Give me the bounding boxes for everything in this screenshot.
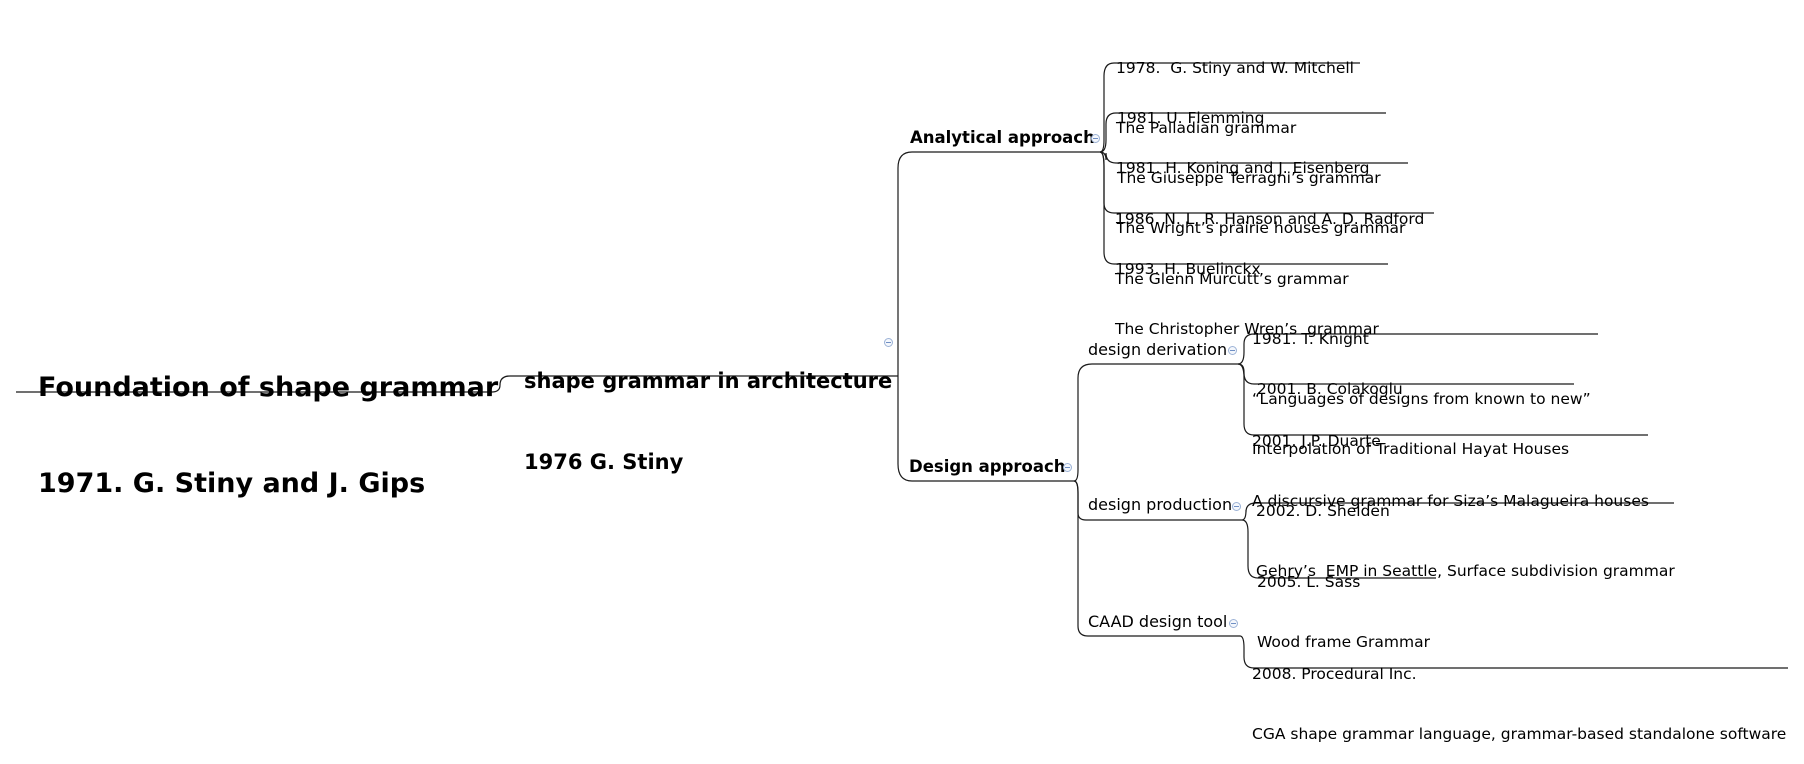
item-line: 1981. H. Koning and J. Eisenberg <box>1116 159 1370 177</box>
main-subtitle: 1976 G. Stiny <box>524 450 684 474</box>
item-line: 1981. U. Flemming <box>1117 109 1265 127</box>
derivation-item-3[interactable]: 2001. J.P. Duarte A discursive grammar f… <box>1252 391 1649 531</box>
link-derivation <box>1073 363 1238 482</box>
item-line: 2008. Procedural Inc. <box>1252 665 1417 683</box>
item-line: The Christopher Wren’s grammar <box>1115 320 1379 338</box>
analytical-item-3[interactable]: 1981. H. Koning and J. Eisenberg The Wri… <box>1116 118 1405 258</box>
item-line: 1978. G. Stiny and W. Mitchell <box>1116 59 1354 77</box>
item-line: 1981. T. Knight <box>1252 330 1369 348</box>
item-line: 2001. J.P. Duarte <box>1252 432 1381 450</box>
item-line: CGA shape grammar language, grammar-base… <box>1252 725 1787 743</box>
item-line: 2002. D. Shelden <box>1256 502 1390 520</box>
design-approach-topic[interactable]: Design approach <box>909 457 1066 476</box>
link-analytical-5 <box>1099 151 1388 265</box>
item-line: 2005. L. Sass <box>1257 573 1361 591</box>
caad-design-tool-topic[interactable]: CAAD design tool <box>1088 612 1228 631</box>
root-subtitle: 1971. G. Stiny and J. Gips <box>38 468 426 499</box>
root-underline <box>16 375 898 393</box>
analytical-item-2[interactable]: 1981. U. Flemming The Giuseppe Terragni’… <box>1117 68 1381 208</box>
collapse-icon[interactable] <box>1228 346 1237 355</box>
item-line: 1993. H. Buelinckx <box>1115 260 1261 278</box>
item-line: 1986. N. L. R. Hanson and A. D. Radford <box>1115 210 1425 228</box>
design-derivation-topic[interactable]: design derivation <box>1088 340 1228 359</box>
root-topic[interactable]: Foundation of shape grammar 1971. G. Sti… <box>38 308 498 532</box>
analytical-item-5[interactable]: 1993. H. Buelinckx The Christopher Wren’… <box>1115 219 1379 359</box>
link-derivation-3 <box>1237 363 1648 436</box>
item-line: A discursive grammar for Siza’s Malaguei… <box>1252 492 1649 510</box>
analytical-approach-topic[interactable]: Analytical approach <box>910 128 1095 147</box>
link-production-2 <box>1241 519 1436 579</box>
link-production-1 <box>1241 502 1674 521</box>
link-analytical-1 <box>1099 62 1360 153</box>
item-line: Interpolation of Traditional Hayat House… <box>1252 440 1570 458</box>
link-derivation-1 <box>1237 333 1598 365</box>
collapse-icon[interactable] <box>1232 502 1241 511</box>
root-title: Foundation of shape grammar <box>38 372 499 403</box>
production-item-1[interactable]: 2002. D. Shelden Gehry’s EMP in Seattle,… <box>1256 461 1675 601</box>
item-line: The Giuseppe Terragni’s grammar <box>1117 169 1381 187</box>
item-line: The Palladian grammar <box>1116 119 1297 137</box>
item-line: The Glenn Murcutt’s grammar <box>1115 270 1349 288</box>
analytical-item-4[interactable]: 1986. N. L. R. Hanson and A. D. Radford … <box>1115 169 1424 309</box>
main-topic[interactable]: shape grammar in architecture 1976 G. St… <box>524 314 892 503</box>
derivation-item-1[interactable]: 1981. T. Knight “Languages of designs fr… <box>1252 289 1591 429</box>
branch-analytical <box>897 151 1100 376</box>
collapse-icon[interactable] <box>1229 619 1238 628</box>
link-analytical-3 <box>1099 151 1408 164</box>
collapse-icon[interactable] <box>884 338 893 347</box>
link-caad <box>1073 480 1240 637</box>
item-line: The Wright’s prairie houses grammar <box>1116 219 1406 237</box>
branch-design <box>897 376 1074 482</box>
mind-map-connectors <box>16 62 1788 669</box>
item-line: Gehry’s EMP in Seattle, Surface subdivis… <box>1256 562 1675 580</box>
caad-item-1[interactable]: 2008. Procedural Inc. CGA shape grammar … <box>1252 624 1786 764</box>
derivation-item-2[interactable]: 2001. B. Colakoglu Interpolation of Trad… <box>1252 339 1569 479</box>
item-line: Wood frame Grammar <box>1257 633 1430 651</box>
item-line: 2001. B. Colakoglu <box>1252 380 1403 398</box>
design-production-topic[interactable]: design production <box>1088 495 1233 514</box>
link-analytical-2 <box>1099 112 1386 153</box>
analytical-item-1[interactable]: 1978. G. Stiny and W. Mitchell The Palla… <box>1116 18 1354 158</box>
link-caad-1 <box>1239 635 1788 669</box>
main-title: shape grammar in architecture <box>524 369 893 393</box>
collapse-icon[interactable] <box>1091 134 1100 143</box>
item-line: “Languages of designs from known to new” <box>1252 390 1591 408</box>
collapse-icon[interactable] <box>1063 463 1072 472</box>
production-item-2[interactable]: 2005. L. Sass Wood frame Grammar <box>1257 532 1430 672</box>
